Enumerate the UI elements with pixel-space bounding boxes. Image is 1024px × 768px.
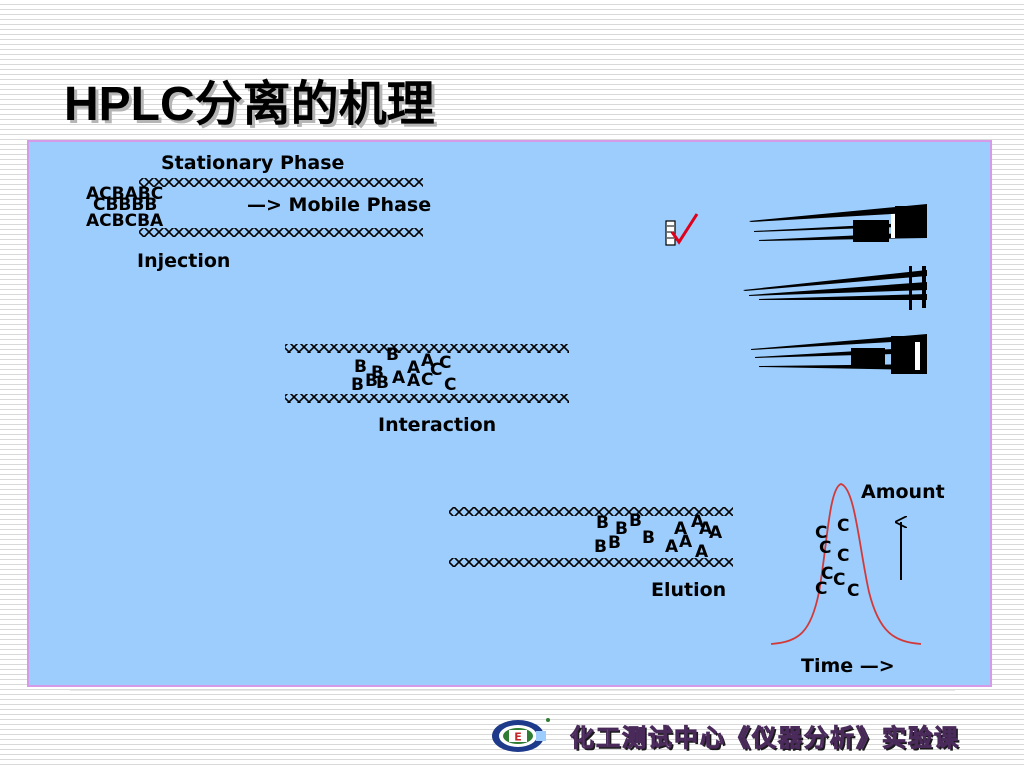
column-wall-top-elution <box>449 507 733 516</box>
svg-text:A: A <box>709 523 723 543</box>
svg-text:A: A <box>421 351 435 371</box>
svg-text:A: A <box>407 371 421 391</box>
amount-label: Amount <box>861 481 945 503</box>
svg-text:A: A <box>407 358 421 378</box>
footer-divider <box>70 690 955 691</box>
injection-label: Injection <box>137 250 230 272</box>
svg-text:B: B <box>351 375 364 395</box>
svg-text:A: A <box>691 512 705 532</box>
svg-text:A: A <box>674 519 688 539</box>
injection-molecules-row-1: ACBABC <box>86 184 163 204</box>
time-label: Time —> <box>801 655 895 677</box>
column-wall-bottom-elution <box>449 558 733 567</box>
svg-text:C: C <box>847 581 859 601</box>
column-wall-top-injection <box>139 178 423 187</box>
svg-text:C: C <box>833 570 845 590</box>
svg-text:B: B <box>376 373 389 393</box>
column-artifact-2 <box>743 266 927 310</box>
peak-molecules: C C C C C C C C <box>815 516 859 601</box>
svg-text:B: B <box>371 363 384 383</box>
column-artifact-3 <box>751 334 927 374</box>
svg-text:B: B <box>386 345 399 365</box>
column-artifact-1 <box>749 204 927 242</box>
svg-text:C: C <box>819 538 831 558</box>
svg-text:C: C <box>837 546 849 566</box>
svg-text:C: C <box>444 375 456 395</box>
injection-molecules-row-3: ACBCBA <box>86 211 164 231</box>
stationary-phase-label: Stationary Phase <box>161 152 344 174</box>
svg-text:B: B <box>596 513 609 533</box>
svg-text:C: C <box>421 370 433 390</box>
interaction-label: Interaction <box>378 414 496 436</box>
column-wall-bottom-injection <box>139 228 423 237</box>
svg-text:C: C <box>430 360 442 380</box>
svg-text:C: C <box>815 523 827 543</box>
svg-text:E: E <box>514 731 522 744</box>
chromatogram-peak <box>770 483 922 645</box>
institution-logo-icon: E <box>492 718 550 752</box>
svg-text:B: B <box>594 537 607 557</box>
svg-text:B: B <box>642 528 655 548</box>
svg-text:C: C <box>815 579 827 599</box>
svg-text:B: B <box>608 533 621 553</box>
slide-title: HPLC分离的机理 <box>64 78 435 131</box>
svg-text:B: B <box>629 511 642 531</box>
hplc-diagram-panel: Stationary Phase —> Mobile Phase ACBABC … <box>27 140 992 687</box>
svg-text:B: B <box>354 357 367 377</box>
svg-text:A: A <box>392 368 406 388</box>
svg-text:C: C <box>439 353 451 373</box>
svg-text:A: A <box>699 519 713 539</box>
elution-label: Elution <box>651 579 726 601</box>
svg-text:A: A <box>679 532 693 552</box>
column-wall-bottom-interaction <box>285 394 569 403</box>
footer-course-text: 化工测试中心《仪器分析》实验课 <box>570 723 960 753</box>
svg-text:A: A <box>665 537 679 557</box>
checkmark-icon <box>665 213 699 246</box>
svg-text:B: B <box>365 371 378 391</box>
svg-text:C: C <box>837 516 849 536</box>
mobile-phase-label: —> Mobile Phase <box>247 194 431 216</box>
injection-molecules-row-2: CBBBB <box>93 195 157 215</box>
svg-text:B: B <box>615 519 628 539</box>
column-wall-top-interaction <box>285 344 569 353</box>
svg-text:A: A <box>695 542 709 562</box>
svg-text:C: C <box>821 564 833 584</box>
hplc-diagram: Stationary Phase —> Mobile Phase ACBABC … <box>86 152 945 677</box>
